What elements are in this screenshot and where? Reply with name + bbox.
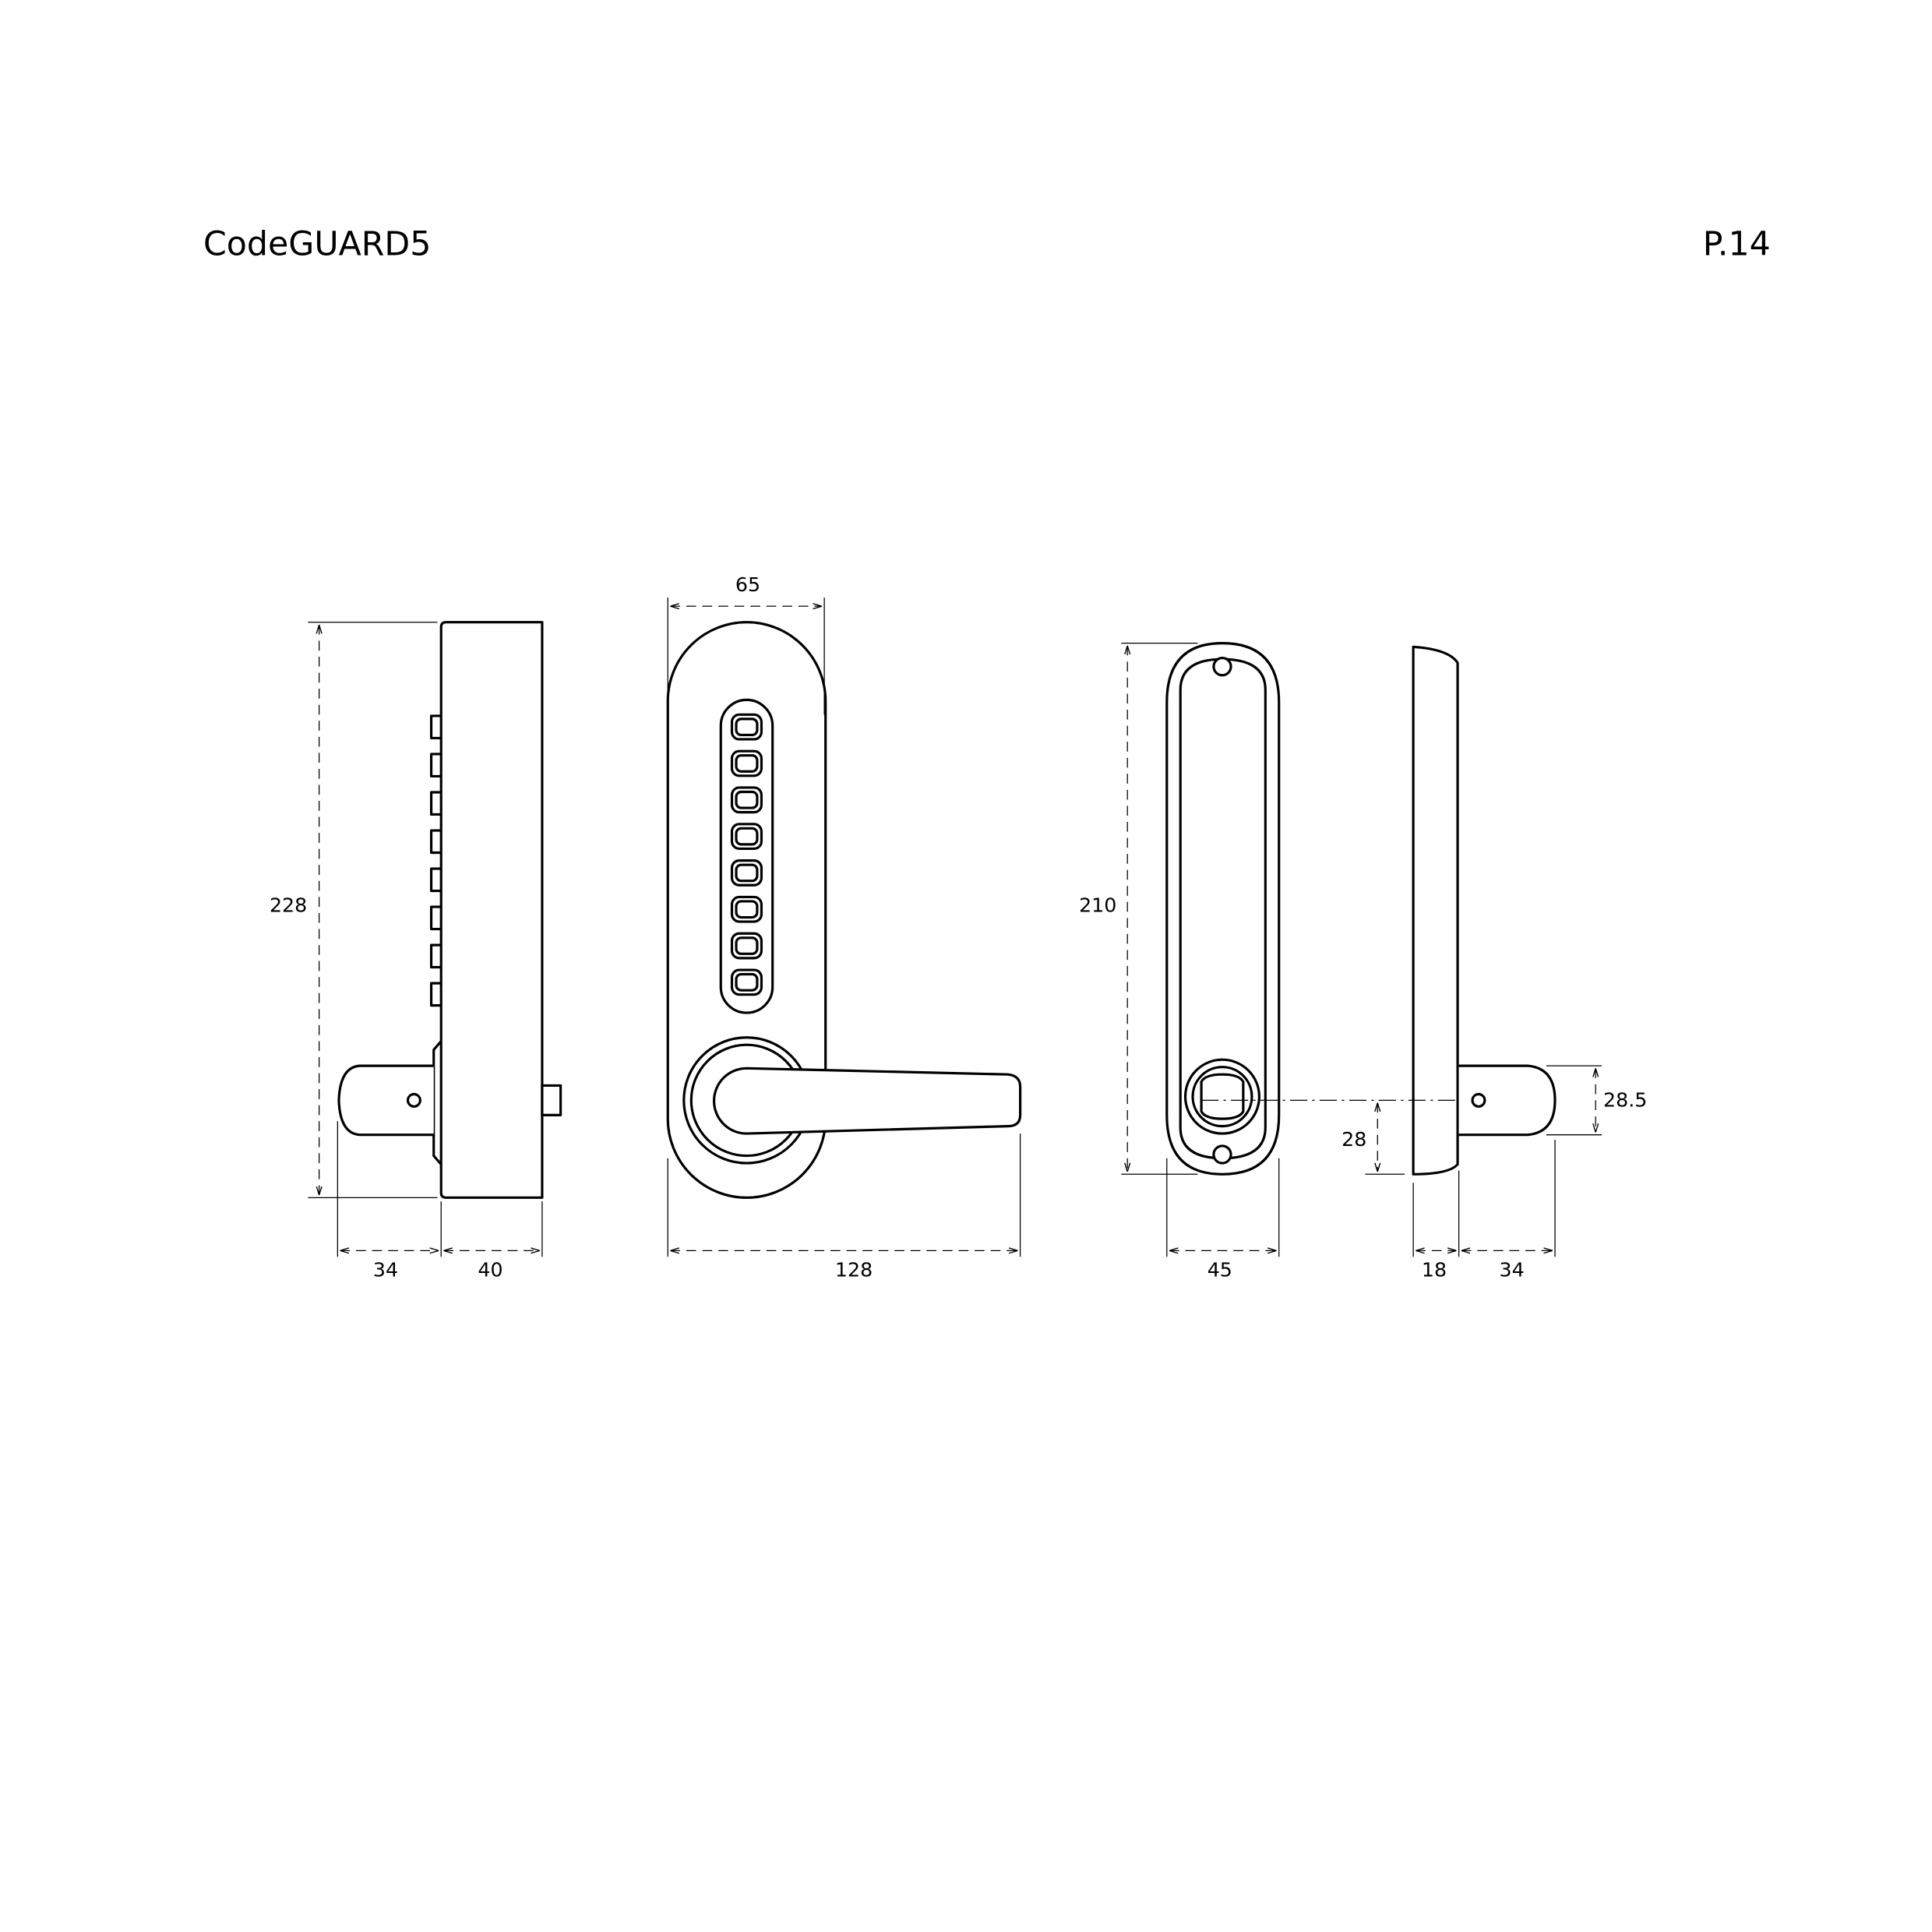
dim-label-28-5: 28.5 [1603,1088,1647,1111]
back-side-plate [1412,645,1459,1176]
back-plate-outer [1165,642,1281,1176]
side-keypad-button [429,829,442,855]
dim-label-210: 210 [1079,894,1116,916]
side-keypad-button [429,791,442,816]
page-number: P.14 [1703,224,1771,263]
dim-label-45: 45 [1208,1259,1232,1282]
side-keypad-button [429,943,442,969]
dim-label-228: 228 [270,894,307,916]
lever-handle [713,1066,1022,1135]
spindle [541,1084,562,1116]
side-keypad-button [429,982,442,1007]
back-side-view: 28.5 18 34 [1412,645,1647,1282]
front-view: 65 128 [666,573,1022,1282]
keypad-button [730,932,763,960]
side-keypad-buttons [429,714,442,1007]
back-plate-inner [1179,658,1267,1160]
spindle-boss-inner [1191,1066,1253,1128]
side-keypad-button [429,753,442,778]
keypad-button [730,859,763,887]
dim-label-34-right: 34 [1500,1259,1525,1282]
side-keypad-button [429,714,442,739]
spindle-boss-outer [1183,1058,1261,1135]
back-side-handle [1458,1064,1557,1137]
side-body [439,621,544,1199]
keypad-button [730,713,763,741]
dim-label-65: 65 [735,573,760,596]
side-keypad-button [429,867,442,893]
keypad-button [730,786,763,814]
spindle-square [1200,1073,1245,1120]
handle-hole [1471,1092,1486,1108]
keypad-buttons [730,713,763,996]
handle-hole [406,1092,421,1108]
keypad-button [730,749,763,777]
screw-top [1212,657,1232,677]
keypad-button [730,823,763,851]
screw-bottom [1212,1144,1232,1165]
keypad-button [730,968,763,996]
document-title: CodeGUARD5 [203,224,431,263]
dim-label-40: 40 [478,1259,502,1282]
side-handle-stub [337,1064,434,1137]
dim-label-34-left: 34 [373,1259,398,1282]
dim-label-18: 18 [1422,1259,1447,1282]
back-view: 210 45 28 [1079,642,1491,1282]
dim-label-28: 28 [1341,1128,1366,1151]
side-view: 228 34 40 [270,621,562,1282]
keypad-button [730,895,763,923]
keypad-surround [719,698,774,1014]
side-keypad-button [429,905,442,931]
dim-label-128: 128 [835,1259,873,1282]
